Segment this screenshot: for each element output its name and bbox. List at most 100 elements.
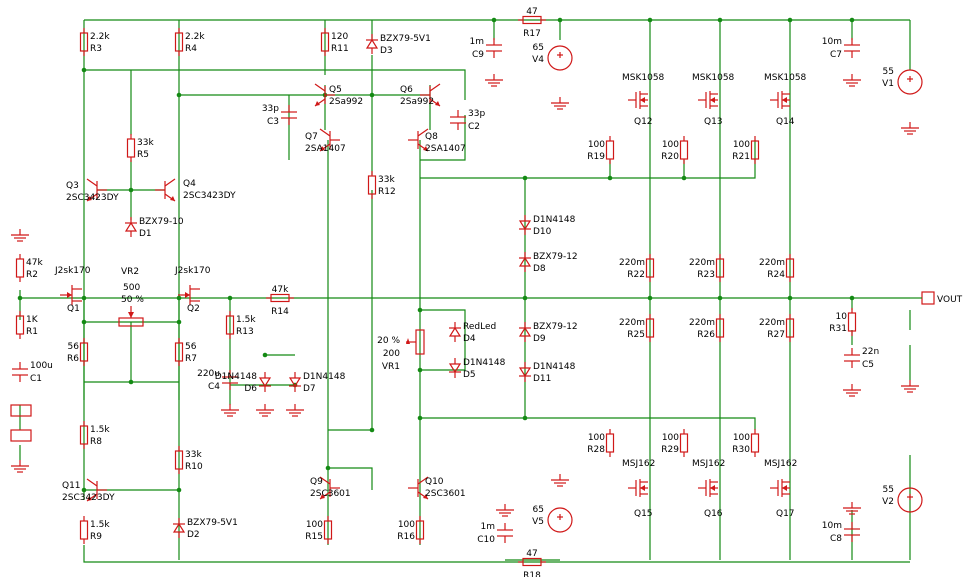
junction [647,17,653,23]
transistor-part: MSK1058 [764,73,807,83]
junction [522,295,528,301]
transistor-q9: Q9 2SC3601 [310,476,351,500]
transistor-part: MSJ162 [622,459,655,469]
source-value: 55 [883,485,894,495]
transistor-name: Q8 [425,132,438,142]
junction [81,487,87,493]
resistor-name: R14 [271,307,289,317]
resistor-name: R26 [697,330,715,340]
output-terminal: VOUT [910,291,963,305]
wire [83,545,910,563]
transistor-part: 2SC3423DY [62,493,115,503]
junction [417,307,423,313]
capacitor-value: 1m [481,522,496,532]
wire [420,417,756,430]
transistor-part: 2Sa992 [329,97,363,107]
transistor-name: Q9 [310,477,323,487]
wire [328,467,373,490]
source-name: V2 [882,497,894,507]
diode-part: BZX79-5V1 [380,34,431,44]
junction [81,295,87,301]
diode-name: D4 [463,334,476,344]
resistor-value: 1K [26,315,39,325]
transistor-name: Q17 [776,509,795,519]
resistor-name: R23 [697,270,715,280]
resistor-value: 1.5k [90,520,110,530]
capacitor-value: 10m [822,37,842,47]
resistor-name: R6 [67,354,79,364]
diode-name: D3 [380,46,393,56]
diode-name: D10 [533,227,552,237]
transistor-name: Q2 [187,304,200,314]
pot-name: VR2 [121,267,139,277]
diode-part: RedLed [463,322,496,332]
resistor-value: 100 [588,140,605,150]
resistor-value: 47 [526,549,537,559]
transistor-part: 2Sa992 [400,97,434,107]
transistor-name: Q1 [67,304,80,314]
junction [176,487,182,493]
components: 2.2kR32.2kR4120R1147R1733kR533kR1247kR21… [10,7,963,577]
transistor-name: Q12 [634,117,653,127]
transistor-part: 2SC3601 [310,489,351,499]
resistor-value: 220m [689,258,715,268]
pot-setting: 20 % [377,336,400,346]
diode-part: BZX79-12 [533,252,578,262]
wire [420,115,466,161]
resistor-name: R21 [732,152,750,162]
capacitor-value: 22n [862,347,879,357]
junction [128,187,134,193]
transistor-part: MSJ162 [692,459,725,469]
diode-name: D2 [187,530,200,540]
junction [128,379,134,385]
diode-name: D8 [533,264,546,274]
resistor-name: R5 [137,150,149,160]
capacitor-value: 220u [197,369,220,379]
diode-name: D7 [303,384,316,394]
capacitor-value: 100u [30,361,53,371]
junction [787,295,793,301]
junction [262,352,268,358]
capacitor-name: C7 [830,50,842,60]
resistor-name: R25 [627,330,645,340]
resistor-value: 100 [662,140,679,150]
junction [417,415,423,421]
resistor-value: 1.5k [236,315,256,325]
resistor-value: 56 [68,342,80,352]
resistor-value: 220m [759,318,785,328]
resistor-name: R1 [26,327,38,337]
transistor-part: 2SA1407 [305,144,346,154]
transistor-part: 2SC3423DY [183,191,236,201]
resistor-name: R2 [26,270,38,280]
junction [849,295,855,301]
